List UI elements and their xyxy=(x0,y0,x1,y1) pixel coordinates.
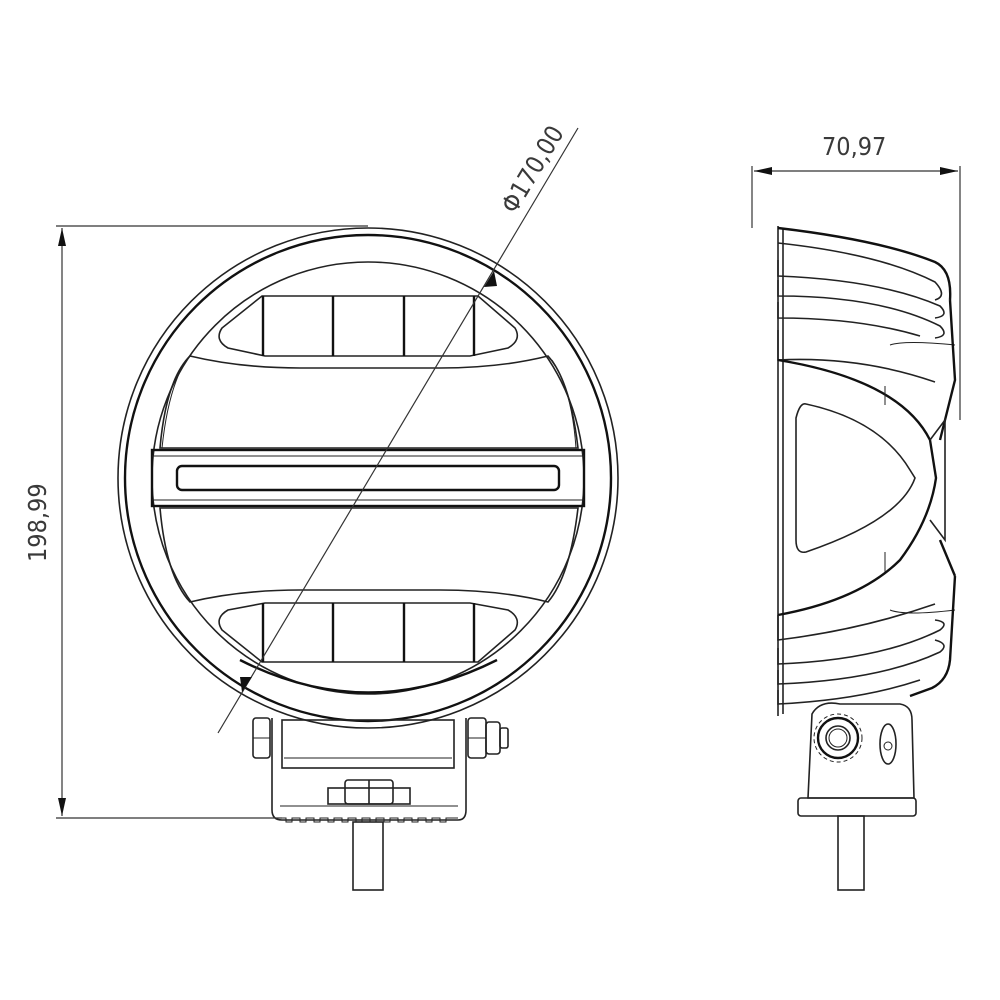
front-view xyxy=(117,227,619,891)
adjustment-knob-icon xyxy=(879,723,897,765)
height-dimension: 198,99 xyxy=(23,225,368,819)
height-dimension-label: 198,99 xyxy=(23,483,52,562)
pivot-washer-icon xyxy=(813,713,863,763)
depth-dimension: 70,97 xyxy=(751,132,961,420)
upper-reflector-lens xyxy=(159,355,579,449)
mounting-stud-front xyxy=(352,821,384,891)
mounting-stud-side xyxy=(837,815,865,891)
side-view xyxy=(777,226,957,891)
outer-housing-ring xyxy=(117,227,619,729)
led-strip xyxy=(175,464,561,492)
inner-bezel-ring xyxy=(151,261,585,695)
upper-lens-window xyxy=(218,295,519,357)
mounting-bracket-side xyxy=(797,702,917,891)
side-lens-window xyxy=(777,358,946,617)
central-light-bar xyxy=(150,448,586,508)
lower-reflector-lens xyxy=(159,507,579,603)
diameter-dimension: Φ170,00 xyxy=(217,121,579,734)
depth-dimension-label: 70,97 xyxy=(822,132,886,161)
mounting-bracket-front xyxy=(252,717,509,891)
bezel-ring xyxy=(123,233,613,723)
cooling-fins-bottom xyxy=(777,539,957,705)
lower-lens-window xyxy=(218,602,519,663)
cooling-fins-top xyxy=(777,226,957,441)
